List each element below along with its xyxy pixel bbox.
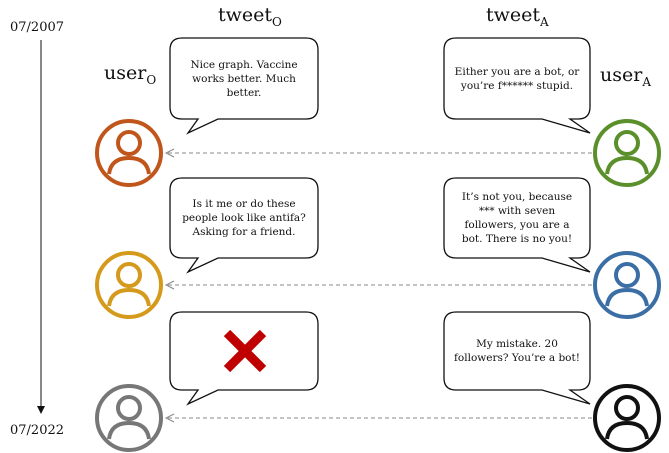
reply-tweet-bubble-3 (443, 311, 591, 405)
user-original-avatar-icon-2 (95, 251, 163, 319)
user-original-avatar-icon-1 (95, 119, 163, 187)
header-tweet-original: tweetO (218, 4, 282, 29)
timeline-end-date: 07/2022 (10, 423, 65, 438)
row-3 (95, 311, 661, 452)
original-tweet-text-1: Nice graph. Vaccine works better. Much b… (190, 58, 298, 99)
original-tweet-text-2: Is it me or do these people look like an… (182, 198, 306, 238)
reply-tweet-bubble-1 (443, 37, 591, 134)
reply-arrowhead-3 (164, 413, 175, 423)
row-1 (95, 37, 661, 187)
header-user-original: userO (104, 62, 157, 87)
reply-tweet-bubble-2 (443, 177, 591, 273)
timeline-start-date: 07/2007 (10, 20, 65, 35)
user-original-avatar-icon-3 (95, 384, 163, 452)
reply-tweet-text-1: Either you are a bot, or you’re f****** … (454, 65, 580, 92)
header-user-reply: userA (600, 64, 651, 89)
user-reply-avatar-icon-2 (593, 251, 661, 319)
reply-tweet-text-2: It’s not you, because *** with seven fol… (461, 191, 573, 245)
reply-tweet-text-3: My mistake. 20 followers? You’re a bot! (454, 338, 580, 364)
original-tweet-bubble-1 (169, 37, 319, 135)
original-tweet-bubble-2 (169, 177, 319, 274)
deleted-tweet-x-icon (223, 329, 267, 373)
user-reply-avatar-icon-1 (593, 119, 661, 187)
reply-arrowhead-2 (164, 280, 175, 290)
row-2 (95, 177, 661, 319)
reply-arrowhead-1 (164, 148, 175, 158)
user-reply-avatar-icon-3 (593, 384, 661, 452)
header-tweet-reply: tweetA (486, 4, 549, 29)
